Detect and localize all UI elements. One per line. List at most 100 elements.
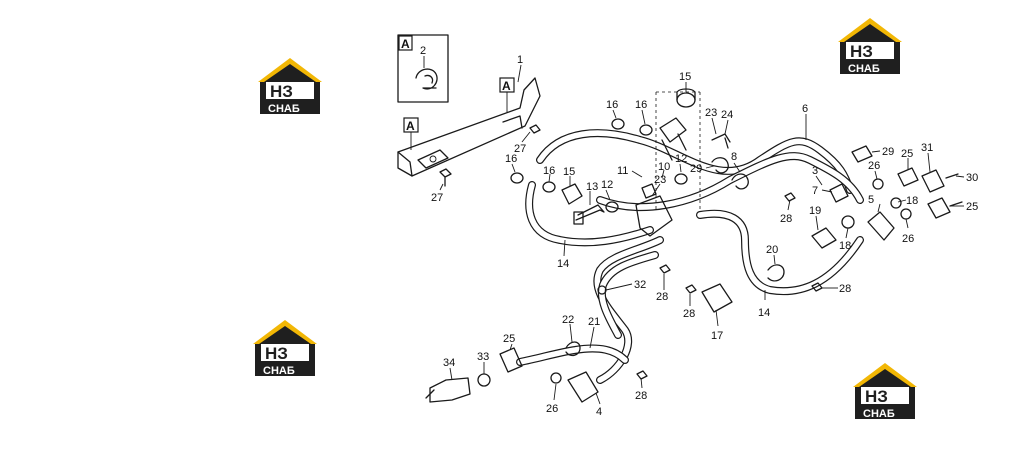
callout-27-a: 27: [514, 131, 531, 155]
callout-19: 19: [809, 205, 821, 231]
callout-3: 3: [812, 165, 823, 186]
callout-20: 20: [766, 244, 778, 265]
callout-16-d: 16: [543, 165, 555, 183]
logo-brand-text: СНАБ: [268, 103, 300, 115]
svg-text:18: 18: [839, 240, 851, 252]
svg-text:16: 16: [505, 153, 517, 165]
svg-text:27: 27: [514, 143, 526, 155]
logo-letters: НЗ: [265, 344, 288, 363]
callout-23-b: 23: [651, 174, 666, 197]
watermark-logo-top-left: НЗ СНАБ: [258, 58, 322, 115]
fittings-and-components: [425, 88, 963, 403]
callout-15-a: 15: [679, 71, 691, 92]
svg-text:29: 29: [690, 163, 702, 175]
svg-text:34: 34: [443, 357, 455, 369]
callout-24: 24: [721, 109, 733, 135]
callout-28-c: 28: [683, 294, 695, 320]
callout-21: 21: [588, 316, 600, 349]
svg-text:23: 23: [705, 107, 717, 119]
svg-text:24: 24: [721, 109, 733, 121]
svg-text:4: 4: [596, 406, 602, 418]
callout-26-c: 26: [546, 383, 558, 415]
callout-28-a: 28: [780, 199, 792, 225]
callout-32: 32: [605, 279, 646, 291]
svg-text:10: 10: [658, 161, 670, 173]
watermark-logo-bottom-left: НЗ СНАБ: [253, 320, 317, 377]
svg-text:7: 7: [812, 185, 818, 197]
logo-brand-text: СНАБ: [848, 63, 880, 75]
callout-10: 10: [658, 161, 670, 179]
svg-text:15: 15: [679, 71, 691, 83]
logo-letters: НЗ: [270, 82, 293, 101]
callout-28-b: 28: [656, 274, 668, 303]
detail-view-a: A: [397, 34, 449, 103]
svg-text:A: A: [502, 79, 511, 93]
callout-25-c: 25: [503, 333, 515, 351]
callout-13: 13: [586, 181, 598, 205]
callout-26-a: 26: [868, 160, 880, 180]
watermark-logo-top-right: НЗ СНАБ: [838, 18, 902, 75]
callout-4: 4: [595, 392, 602, 418]
svg-text:30: 30: [966, 172, 978, 184]
logo-brand-text: СНАБ: [263, 365, 295, 377]
svg-text:29: 29: [882, 146, 894, 158]
callout-29-b: 29: [690, 163, 715, 175]
svg-text:28: 28: [635, 390, 647, 402]
svg-text:15: 15: [563, 166, 575, 178]
callout-31: 31: [921, 142, 933, 173]
svg-text:17: 17: [711, 330, 723, 342]
callout-30: 30: [955, 172, 978, 184]
callout-1: 1: [517, 54, 523, 83]
svg-text:26: 26: [902, 233, 914, 245]
callout-8: 8: [731, 151, 741, 173]
detail-marker-label: A: [401, 37, 410, 51]
logo-letters: НЗ: [865, 387, 888, 406]
callout-17: 17: [711, 309, 723, 342]
watermark-logo-bottom-right: НЗ СНАБ: [853, 363, 917, 420]
logo-brand-text: СНАБ: [863, 408, 895, 420]
svg-text:3: 3: [812, 165, 818, 177]
callout-6: 6: [802, 103, 808, 140]
svg-text:25: 25: [503, 333, 515, 345]
callout-27-b: 27: [431, 183, 444, 204]
svg-text:12: 12: [601, 179, 613, 191]
callout-15-b: 15: [563, 166, 575, 186]
callout-14-a: 14: [557, 239, 569, 270]
logo-letters: НЗ: [850, 42, 873, 61]
callout-5: 5: [868, 194, 881, 213]
svg-text:25: 25: [966, 201, 978, 213]
callout-12-b: 12: [675, 153, 687, 173]
svg-text:5: 5: [868, 194, 874, 206]
callout-28-d: 28: [822, 283, 851, 295]
svg-text:23: 23: [654, 174, 666, 186]
svg-text:1: 1: [517, 54, 523, 66]
callout-16-c: 16: [505, 153, 517, 173]
svg-text:18: 18: [906, 195, 918, 207]
callout-26-b: 26: [902, 218, 914, 245]
pipe-hoses: [516, 129, 864, 384]
svg-text:8: 8: [731, 151, 737, 163]
callout-33: 33: [477, 351, 489, 374]
svg-text:13: 13: [586, 181, 598, 193]
svg-text:6: 6: [802, 103, 808, 115]
svg-text:20: 20: [766, 244, 778, 256]
callout-16-b: 16: [635, 99, 647, 125]
callout-23-a: 23: [705, 107, 717, 135]
svg-text:28: 28: [839, 283, 851, 295]
svg-text:26: 26: [546, 403, 558, 415]
svg-text:14: 14: [758, 307, 770, 319]
callout-25-a: 25: [901, 148, 913, 170]
svg-text:14: 14: [557, 258, 569, 270]
callout-28-e: 28: [635, 377, 647, 402]
svg-text:31: 31: [921, 142, 933, 154]
svg-text:28: 28: [683, 308, 695, 320]
svg-text:11: 11: [617, 165, 628, 177]
svg-text:33: 33: [477, 351, 489, 363]
svg-text:2: 2: [420, 45, 426, 57]
svg-text:19: 19: [809, 205, 821, 217]
svg-text:25: 25: [901, 148, 913, 160]
svg-text:28: 28: [656, 291, 668, 303]
svg-text:27: 27: [431, 192, 443, 204]
